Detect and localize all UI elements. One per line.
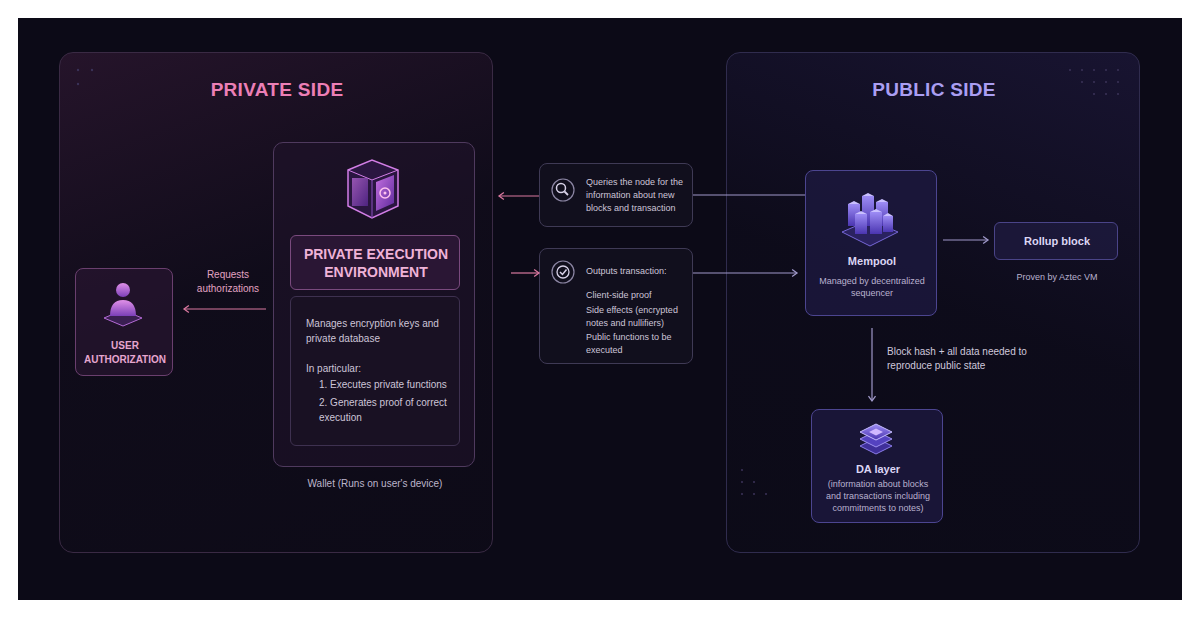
panel: PUBLIC SIDE MempoolManaged by decentraliz… <box>726 52 1140 553</box>
edge-label: Block hash + all data needed to reproduc… <box>887 345 1067 373</box>
user-icon <box>104 283 142 326</box>
decor-dots <box>77 69 1119 495</box>
node-text: DA layer <box>816 463 940 475</box>
edge-label: Requests authorizations <box>178 268 278 296</box>
mempool-box: MempoolManaged by decentralized sequence… <box>805 170 937 316</box>
node-text: 2. Generates proof of correct execution <box>319 395 457 425</box>
node-text: 1. Executes private functions <box>319 377 457 392</box>
node-text: PRIVATE SIDE <box>60 79 494 101</box>
node-text: Wallet (Runs on user's device) <box>254 478 496 489</box>
query-box: Queries the node for the information abo… <box>539 163 693 227</box>
description-box: Manages encryption keys and private data… <box>290 296 460 446</box>
output-box: Outputs transaction: Client-side proofSid… <box>539 248 693 364</box>
node-text: Rollup block <box>997 235 1117 247</box>
connector-line <box>693 272 797 273</box>
server-cluster-icon <box>842 193 898 246</box>
wallet-box: Wallet (Runs on user's device)PRIVATE EX… <box>273 142 475 467</box>
authorization-box: USER AUTHORIZATION <box>75 268 173 376</box>
connector <box>184 305 266 312</box>
connector-line <box>511 272 539 273</box>
node-text: Managed by decentralized sequencer <box>814 275 930 299</box>
connector <box>943 236 988 243</box>
connector <box>693 269 797 276</box>
node-text: Side effects (encrypted notes and nullif… <box>586 304 690 330</box>
connector <box>693 195 805 196</box>
da-layer-box: DA layer (information about blocks and tr… <box>811 409 943 523</box>
arrow-head <box>534 269 539 276</box>
arrow-head <box>184 305 189 312</box>
connector-line <box>499 195 539 196</box>
connector <box>499 192 539 199</box>
check-icon <box>552 261 574 283</box>
panel: PRIVATE SIDE USER AUTHORIZATION Wallet (Ru… <box>59 52 493 553</box>
layers-icon <box>860 424 892 454</box>
node-text: (information about blocks and transactio… <box>820 478 936 514</box>
search-icon <box>552 179 574 201</box>
node-text: Client-side proof <box>586 289 690 302</box>
safe-icon <box>348 160 398 218</box>
node-text: Outputs transaction: <box>586 265 690 278</box>
arrow-head <box>499 192 504 199</box>
connector-line <box>184 308 266 309</box>
node-text: PRIVATE EXECUTION ENVIRONMENT <box>297 245 455 281</box>
node-text: PUBLIC SIDE <box>727 79 1141 101</box>
node-text: Mempool <box>810 255 934 267</box>
connector <box>868 328 875 401</box>
node-text: Public functions to be executed <box>586 331 686 357</box>
environment-title-box: PRIVATE EXECUTION ENVIRONMENT <box>290 235 460 290</box>
node-text: USER AUTHORIZATION <box>80 339 170 367</box>
rollup-box: Rollup blockProven by Aztec VM <box>994 222 1118 260</box>
arrow-head <box>983 236 988 243</box>
connector-line <box>693 194 805 195</box>
connector-line <box>871 328 872 401</box>
node-text: Queries the node for the information abo… <box>586 176 690 215</box>
arrow-head <box>868 396 875 401</box>
connector-line <box>943 239 988 240</box>
connector <box>511 269 539 276</box>
node-text: Manages encryption keys and private data… <box>306 316 454 346</box>
arrow-head <box>792 269 797 276</box>
node-text: In particular: <box>306 361 454 376</box>
node-text: Proven by Aztec VM <box>985 271 1129 283</box>
